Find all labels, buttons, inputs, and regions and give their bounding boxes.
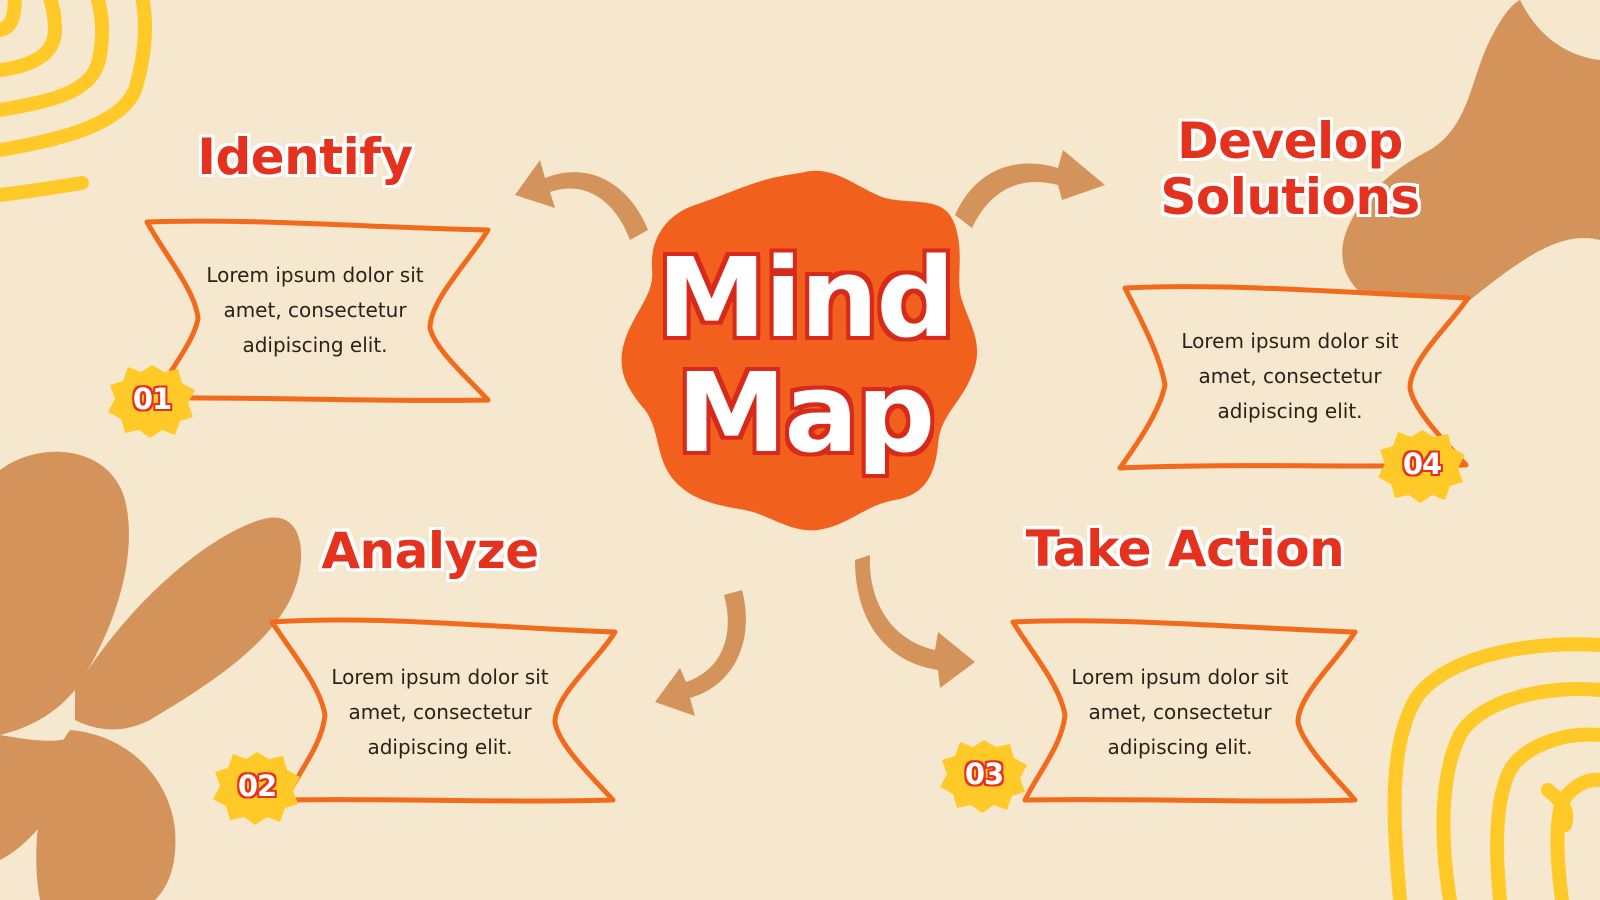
develop-solutions-title-line1: Develop <box>1177 112 1403 170</box>
identify-description: Lorem ipsum dolor sit amet, consectetur … <box>175 258 455 363</box>
badge-01-shape <box>108 365 195 438</box>
arrow-to-develop-solutions <box>955 150 1105 228</box>
arrow-to-identify <box>515 160 648 240</box>
analyze-description-line2: amet, consectetur <box>348 700 532 724</box>
center-blob <box>621 170 978 531</box>
badge-03-number: 03 <box>964 757 1004 791</box>
identify-title: Identify <box>197 128 413 186</box>
identify-description-line2: amet, consectetur <box>223 298 407 322</box>
frame-take-action <box>1010 618 1358 804</box>
top-right-tan-leaf-decoration <box>1342 0 1600 315</box>
badge-04-number: 04 <box>1402 447 1442 481</box>
analyze-description: Lorem ipsum dolor sit amet, consectetur … <box>300 660 580 765</box>
arrow-to-take-action <box>855 555 975 688</box>
arrow-to-analyze <box>655 590 746 716</box>
badge-01-number: 01 <box>132 382 172 416</box>
top-left-spiral-decoration <box>0 0 152 202</box>
identify-description-line1: Lorem ipsum dolor sit <box>206 263 424 287</box>
frame-develop-solutions <box>1117 284 1471 471</box>
badge-04-shape <box>1378 430 1465 503</box>
develop-solutions-title: Develop Solutions <box>1140 113 1440 225</box>
badge-03-shape <box>940 740 1027 813</box>
take-action-description-line3: adipiscing elit. <box>1107 735 1253 759</box>
develop-solutions-description: Lorem ipsum dolor sit amet, consectetur … <box>1150 324 1430 429</box>
bottom-right-spiral-decoration <box>1387 637 1600 900</box>
analyze-description-line3: adipiscing elit. <box>367 735 513 759</box>
analyze-description-line1: Lorem ipsum dolor sit <box>331 665 549 689</box>
badge-02-shape <box>213 752 300 825</box>
take-action-description-line1: Lorem ipsum dolor sit <box>1071 665 1289 689</box>
center-title-line2: Map <box>676 349 935 477</box>
develop-solutions-description-line2: amet, consectetur <box>1198 364 1382 388</box>
frame-analyze <box>269 617 618 804</box>
badge-02-number: 02 <box>237 769 277 803</box>
take-action-title: Take Action <box>1025 520 1345 578</box>
take-action-description: Lorem ipsum dolor sit amet, consectetur … <box>1040 660 1320 765</box>
frame-identify <box>144 218 491 403</box>
develop-solutions-title-line2: Solutions <box>1160 168 1420 226</box>
bottom-left-tan-flower-decoration <box>0 451 302 900</box>
develop-solutions-description-line1: Lorem ipsum dolor sit <box>1181 329 1399 353</box>
center-title-line1: Mind <box>656 234 955 362</box>
develop-solutions-description-line3: adipiscing elit. <box>1217 399 1363 423</box>
identify-description-line3: adipiscing elit. <box>242 333 388 357</box>
analyze-title: Analyze <box>321 522 539 580</box>
take-action-description-line2: amet, consectetur <box>1088 700 1272 724</box>
